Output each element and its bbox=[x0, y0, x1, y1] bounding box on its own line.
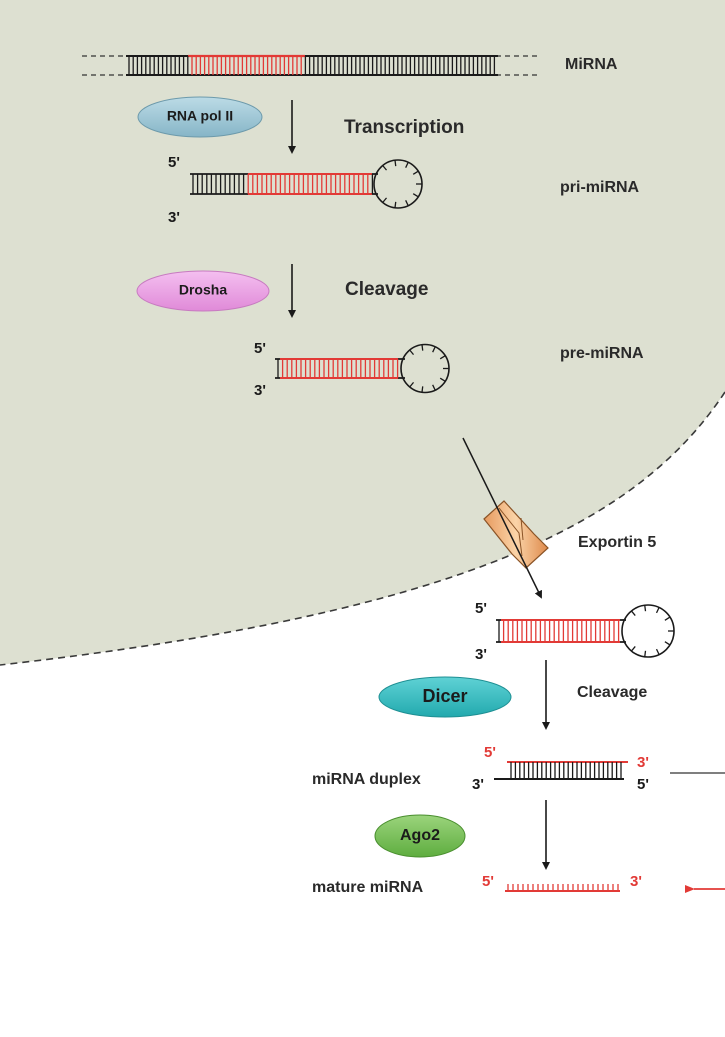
loop-base bbox=[412, 170, 419, 175]
loop-base bbox=[405, 200, 409, 206]
nucleus bbox=[0, 0, 725, 665]
pri-5-prime: 5' bbox=[168, 154, 180, 171]
loop-base bbox=[655, 607, 660, 614]
loop-base bbox=[655, 648, 660, 655]
exportin-5-label: Exportin 5 bbox=[578, 534, 656, 551]
loop-base bbox=[432, 346, 436, 353]
loop-base bbox=[439, 377, 446, 382]
drosha-cleavage-label: Cleavage bbox=[345, 279, 428, 300]
pre-3-prime: 3' bbox=[254, 382, 266, 399]
nuclear-membrane bbox=[0, 391, 725, 666]
cyto-pre-5-prime: 5' bbox=[475, 600, 487, 617]
loop-base bbox=[409, 381, 415, 388]
mirna-gene-label: MiRNA bbox=[565, 56, 618, 73]
cyto-pre-3-prime: 3' bbox=[475, 646, 487, 663]
pri-3-prime: 3' bbox=[168, 209, 180, 226]
loop-base bbox=[644, 650, 647, 657]
duplex-5-prime-red: 5' bbox=[484, 744, 496, 761]
loop-base bbox=[409, 349, 415, 356]
loop-base bbox=[664, 616, 671, 621]
dicer-enzyme: Dicer bbox=[378, 676, 512, 718]
loop-base bbox=[644, 605, 647, 612]
drosha-label: Drosha bbox=[179, 282, 227, 298]
mature-mirna-strand bbox=[505, 884, 620, 892]
loop-base bbox=[664, 641, 671, 646]
rna-pol-ii-enzyme: RNA pol II bbox=[137, 96, 263, 138]
loop-base bbox=[421, 344, 424, 351]
exportin-5-channel bbox=[483, 500, 549, 569]
duplex-3-prime-red: 3' bbox=[637, 754, 649, 771]
ago2-enzyme: Ago2 bbox=[374, 814, 466, 858]
pri-mirna-label: pri-miRNA bbox=[560, 179, 640, 196]
gene-dna bbox=[82, 54, 540, 76]
pre-mirna-hairpin bbox=[275, 343, 450, 394]
mirna-duplex bbox=[494, 761, 628, 780]
dicer-label: Dicer bbox=[422, 686, 467, 706]
loop-base bbox=[432, 384, 436, 391]
mature-3-prime: 3' bbox=[630, 873, 642, 890]
pre-mirna-label: pre-miRNA bbox=[560, 345, 644, 362]
duplex-label: miRNA duplex bbox=[312, 771, 421, 788]
loop-base bbox=[421, 386, 424, 393]
loop-base bbox=[382, 165, 388, 171]
loop-base bbox=[405, 162, 409, 168]
dicer-cleavage-label: Cleavage bbox=[577, 684, 647, 701]
gene-base-pairs bbox=[128, 56, 496, 75]
drosha-enzyme: Drosha bbox=[136, 270, 270, 312]
pri-mirna-hairpin bbox=[190, 159, 423, 209]
loop-base bbox=[439, 355, 446, 360]
duplex-5-prime: 5' bbox=[637, 776, 649, 793]
cytoplasmic-pre-mirna-hairpin bbox=[496, 604, 675, 658]
transcription-label: Transcription bbox=[344, 117, 464, 138]
duplex-3-prime: 3' bbox=[472, 776, 484, 793]
mature-5-prime: 5' bbox=[482, 873, 494, 890]
loop-base bbox=[382, 197, 388, 203]
loop-base bbox=[412, 193, 419, 198]
rna-pol-ii-label: RNA pol II bbox=[167, 108, 233, 124]
hairpin-loop bbox=[621, 604, 675, 658]
pre-5-prime: 5' bbox=[254, 340, 266, 357]
loop-base bbox=[630, 645, 636, 652]
loop-base bbox=[394, 201, 397, 208]
export-arrow bbox=[462, 437, 542, 599]
ago2-label: Ago2 bbox=[400, 827, 440, 844]
loop-base bbox=[630, 610, 636, 617]
loop-base bbox=[394, 160, 397, 167]
mature-mirna-label: mature miRNA bbox=[312, 879, 424, 896]
